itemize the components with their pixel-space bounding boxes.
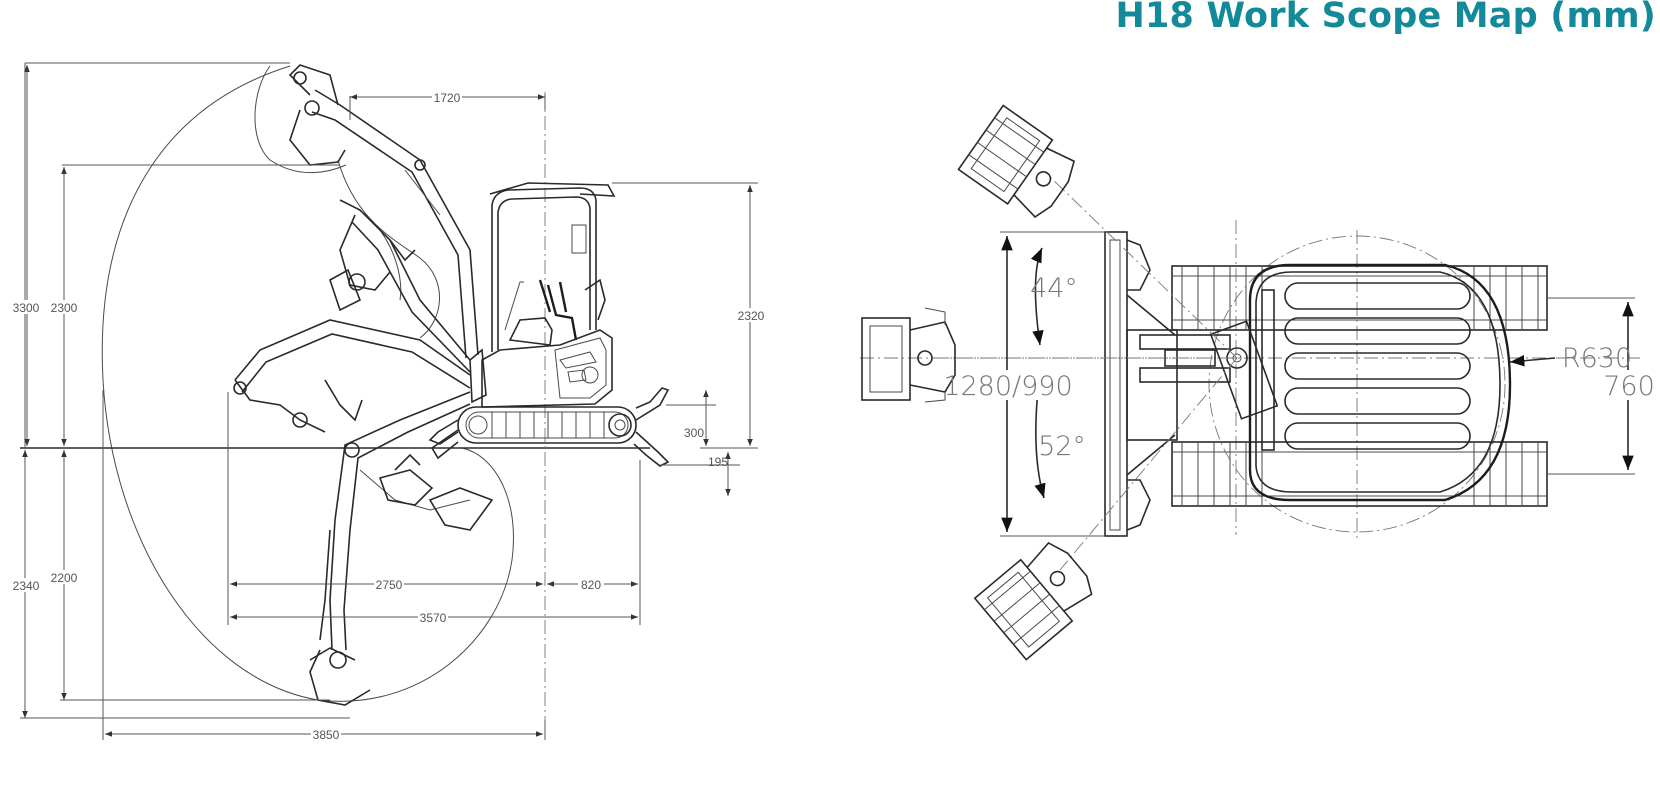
dim-top-width: 1720: [434, 91, 461, 105]
top-view-drawing: 44° 52° 1280/990 R630 760: [860, 104, 1655, 661]
front-blade-top: [1104, 231, 1178, 537]
track-assembly: [457, 406, 637, 444]
upper-structure: [481, 329, 613, 408]
arm-pose-ground-reach: [233, 319, 471, 433]
dim-cab-height: 2320: [738, 309, 765, 323]
boom-bracket-top: [1139, 320, 1279, 420]
attachment-swing-right: [973, 541, 1093, 661]
dim-blade-down: 195: [708, 455, 728, 469]
dim-ground-reach: 3570: [420, 611, 447, 625]
attachment-front: [861, 307, 956, 403]
dim-swing-left: 44°: [1030, 273, 1078, 304]
cab-canopy: [489, 182, 616, 352]
dim-dump-height: 2300: [51, 301, 78, 315]
side-view-drawing: 3300 2300 2340 2200 1720 2320 300 195 27…: [12, 62, 765, 742]
dim-max-dig-depth: 2340: [13, 579, 40, 593]
side-dimensions: [20, 62, 758, 740]
page-title: H18 Work Scope Map (mm): [1115, 0, 1656, 36]
dim-vertical-wall-depth: 2200: [51, 571, 78, 585]
dim-blade-up: 300: [684, 426, 704, 440]
dim-max-reach: 3850: [313, 728, 340, 742]
tracks-top: [1171, 265, 1548, 507]
dim-boom-front: 2750: [376, 578, 403, 592]
dim-max-height: 3300: [13, 301, 40, 315]
dim-swing-right: 52°: [1038, 431, 1086, 462]
top-dimensions: [1000, 231, 1635, 537]
upper-body-top: [1248, 263, 1512, 502]
arm-pose-mid: [329, 199, 471, 373]
dozer-blade: [633, 387, 670, 467]
dim-boom-offset: 1280/990: [943, 371, 1072, 402]
arm-pose-max-height: [288, 64, 479, 359]
dim-tail-radius: R630: [1562, 343, 1632, 374]
dim-track-width: 760: [1603, 371, 1655, 402]
attachment-swing-left: [957, 104, 1076, 218]
dim-tail: 820: [581, 578, 601, 592]
